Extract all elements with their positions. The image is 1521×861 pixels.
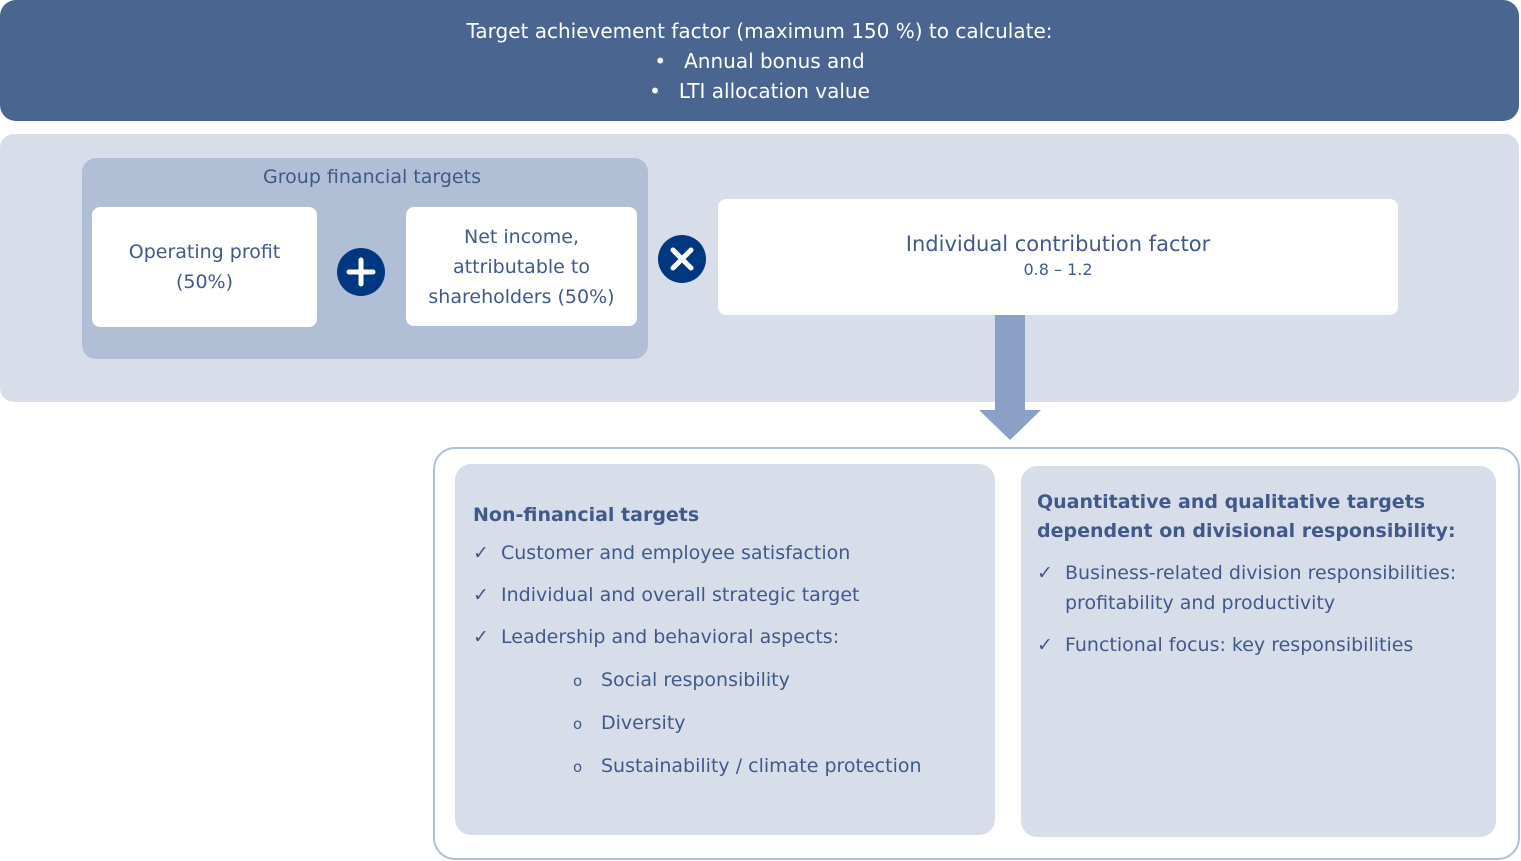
check-icon: ✓ <box>1037 562 1053 584</box>
non-financial-title: Non-financial targets <box>473 504 700 526</box>
arrow-head <box>979 410 1041 440</box>
arrow-down-icon <box>995 315 1025 412</box>
non-financial-panel: Non-financial targets ✓Customer and empl… <box>455 464 995 835</box>
net-income-label: Net income, attributable to shareholders… <box>428 225 615 308</box>
net-income-box: Net income, attributable to shareholders… <box>406 207 637 326</box>
divisional-panel: Quantitative and qualitative targets dep… <box>1021 466 1496 837</box>
group-title: Group financial targets <box>263 166 481 188</box>
check-icon: ✓ <box>473 584 489 606</box>
circle-bullet-icon: o <box>573 758 583 776</box>
check-icon: ✓ <box>473 542 489 564</box>
target-achievement-header: Target achievement factor (maximum 150 %… <box>0 0 1519 121</box>
header-bullet: LTI allocation value <box>0 76 1519 106</box>
check-icon: ✓ <box>1037 634 1053 656</box>
list-item: ✓Customer and employee satisfaction <box>473 538 977 568</box>
icc-title: Individual contribution factor <box>905 232 1211 256</box>
list-item: ✓Individual and overall strategic target <box>473 580 977 610</box>
operating-profit-box: Operating profit (50%) <box>92 207 317 327</box>
list-item: ✓Functional focus: key responsibilities <box>1037 630 1480 660</box>
list-item: ✓Business-related division responsibilit… <box>1037 558 1480 618</box>
icc-range: 0.8 – 1.2 <box>1023 260 1093 279</box>
circle-bullet-icon: o <box>573 715 583 733</box>
divisional-title: Quantitative and qualitative targets dep… <box>1037 491 1456 542</box>
header-title: Target achievement factor (maximum 150 %… <box>466 19 1053 43</box>
operating-profit-label: Operating profit (50%) <box>128 241 281 293</box>
individual-contribution-box: Individual contribution factor 0.8 – 1.2 <box>718 199 1398 315</box>
check-icon: ✓ <box>473 626 489 648</box>
multiply-icon <box>658 235 706 283</box>
circle-bullet-icon: o <box>573 672 583 690</box>
list-item: ✓Leadership and behavioral aspects: <box>473 622 977 652</box>
header-bullet: Annual bonus and <box>0 46 1519 76</box>
plus-icon <box>337 248 385 296</box>
targets-container <box>433 447 1520 860</box>
